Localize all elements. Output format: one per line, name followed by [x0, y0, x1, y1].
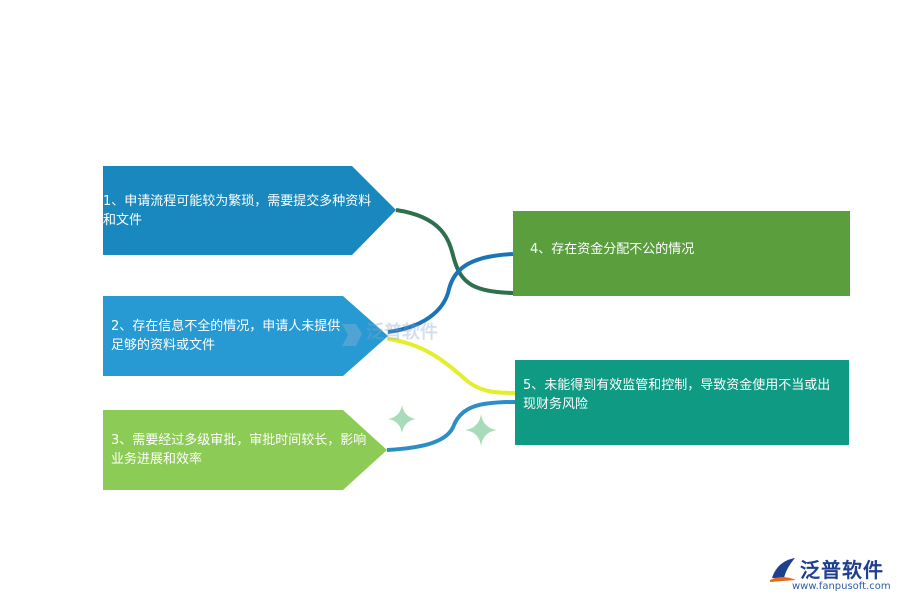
connector-2-to-5 [387, 337, 516, 395]
item-5-box [515, 360, 849, 445]
item-2-text: 2、存在信息不全的情况，申请人未提供足够的资料或文件 [111, 319, 341, 353]
item-3-text: 3、需要经过多级审批，审批时间较长，影响业务进展和效率 [111, 433, 367, 467]
item-4-box [513, 211, 850, 296]
connector-3-to-5 [386, 400, 516, 452]
logo-url: www.fanpusoft.com [792, 581, 891, 592]
sparkle-icon [388, 405, 416, 433]
fanpu-logo-icon [770, 558, 796, 582]
item-1-box [103, 166, 396, 255]
watermark-logo-icon [342, 324, 362, 346]
sparkle-icon [465, 414, 497, 446]
connector-1-to-4 [395, 208, 514, 295]
logo-name: 泛普软件 [800, 558, 884, 582]
item-4-text: 4、存在资金分配不公的情况 [530, 242, 695, 257]
item-3-box [103, 410, 387, 490]
watermark-text: 泛普软件 [366, 322, 438, 343]
item-5-text: 5、未能得到有效监管和控制，导致资金使用不当或出现财务风险 [523, 378, 831, 412]
item-1-text: 1、申请流程可能较为繁琐，需要提交多种资料和文件 [103, 194, 372, 228]
connector-2-to-4 [387, 252, 514, 334]
fanpu-logo: 泛普软件 www.fanpusoft.com [768, 552, 894, 596]
item-2-box [103, 296, 388, 376]
watermark: 泛普软件 [336, 318, 446, 352]
